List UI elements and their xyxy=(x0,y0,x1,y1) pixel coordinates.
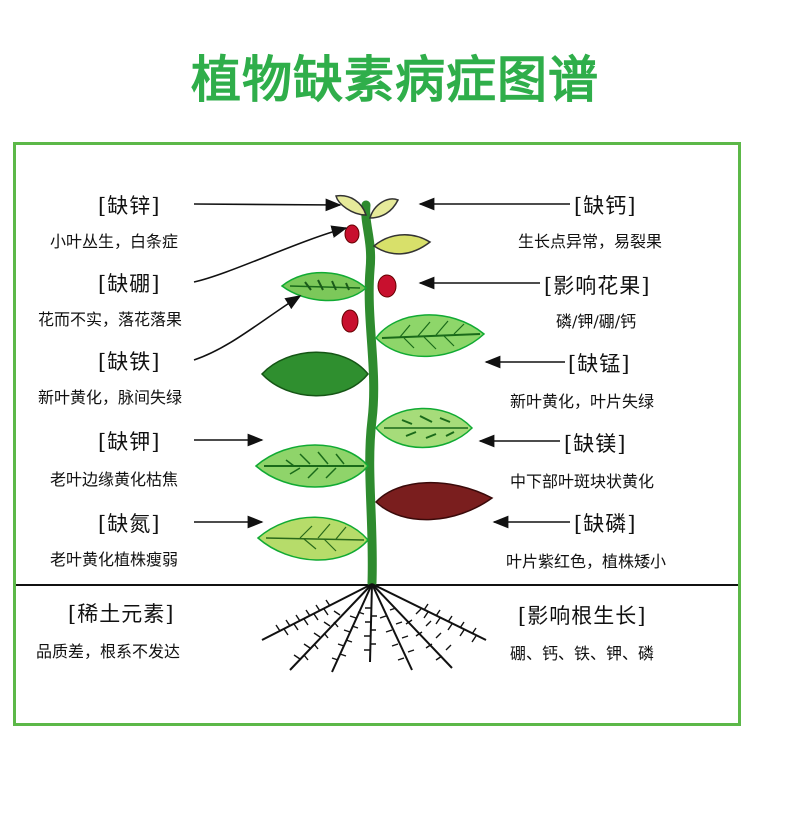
label-boron: [缺硼] xyxy=(98,272,161,296)
desc-zinc: 小叶丛生，白条症 xyxy=(50,232,179,251)
desc-potassium: 老叶边缘黄化枯焦 xyxy=(50,470,179,489)
desc-manganese: 新叶黄化，叶片失绿 xyxy=(510,392,655,411)
leaf-manganese xyxy=(375,314,486,358)
label-flower-fruit: [影响花果] xyxy=(544,274,651,298)
desc-rare-earth: 品质差，根系不发达 xyxy=(36,642,181,661)
root-hairs xyxy=(275,599,477,661)
desc-root-growth: 硼、钙、铁、钾、磷 xyxy=(510,644,655,663)
leaf-magnesium xyxy=(375,407,474,449)
desc-boron: 花而不实，落花落果 xyxy=(38,310,183,329)
desc-flower-fruit: 磷/钾/硼/钙 xyxy=(556,312,637,331)
yellow-leaf-calcium xyxy=(372,234,432,255)
label-calcium: [缺钙] xyxy=(574,194,637,218)
leaf-boron xyxy=(280,272,368,302)
label-potassium: [缺钾] xyxy=(98,430,161,454)
arrows-left xyxy=(193,198,348,529)
leaf-nitrogen xyxy=(256,516,369,561)
stem xyxy=(361,200,379,588)
label-iron: [缺铁] xyxy=(98,350,161,374)
label-manganese: [缺锰] xyxy=(568,352,631,376)
desc-phosphorus: 叶片紫红色，植株矮小 xyxy=(506,552,667,571)
label-root-growth: [影响根生长] xyxy=(518,604,647,628)
label-nitrogen: [缺氮] xyxy=(98,512,161,536)
desc-calcium: 生长点异常，易裂果 xyxy=(518,232,663,251)
fruit-3 xyxy=(341,309,359,333)
page-title: 植物缺素病症图谱 xyxy=(191,51,599,109)
top-leaf-right xyxy=(369,198,400,219)
label-magnesium: [缺镁] xyxy=(564,432,627,456)
desc-iron: 新叶黄化，脉间失绿 xyxy=(38,388,183,407)
ground-line xyxy=(16,584,738,586)
leaf-iron xyxy=(260,351,369,397)
desc-nitrogen: 老叶黄化植株瘦弱 xyxy=(50,550,179,569)
arrows-right xyxy=(418,197,570,529)
diagram-frame xyxy=(13,142,741,726)
label-zinc: [缺锌] xyxy=(98,194,161,218)
leaf-potassium xyxy=(254,444,369,488)
label-phosphorus: [缺磷] xyxy=(574,512,637,536)
top-leaf-left xyxy=(335,194,368,216)
fruit-1 xyxy=(344,224,360,244)
roots xyxy=(261,583,487,673)
leaf-phosphorus xyxy=(374,482,494,521)
label-rare-earth: [稀土元素] xyxy=(68,602,175,626)
desc-magnesium: 中下部叶斑块状黄化 xyxy=(510,472,655,491)
fruit-2 xyxy=(377,274,397,298)
